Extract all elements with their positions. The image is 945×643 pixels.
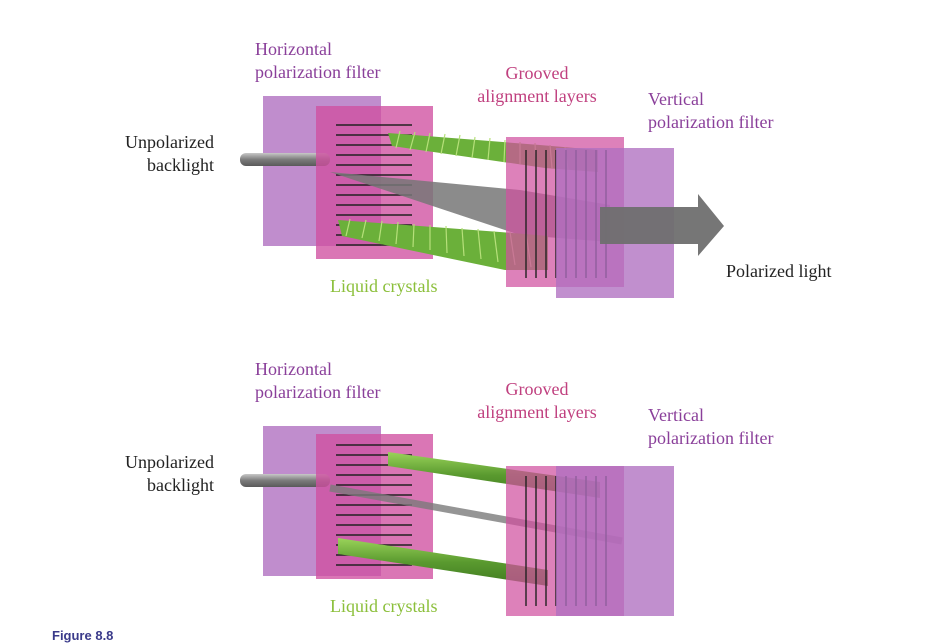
lcd-illustration-off: [240, 426, 674, 616]
figure-caption: Figure 8.8: [52, 628, 114, 643]
backlight-rod: [240, 474, 330, 487]
polarized-light-label: Polarized light: [726, 261, 832, 281]
liquid-crystal-lower: [338, 538, 548, 586]
lcd-illustration-on: [240, 96, 724, 298]
backlight-rod: [240, 153, 330, 166]
vertical-filter: [556, 466, 674, 616]
liquid-crystals-label: Liquid crystals: [330, 596, 438, 616]
polarized-light-arrow: [600, 194, 724, 256]
liquid-crystals-label: Liquid crystals: [330, 276, 438, 296]
